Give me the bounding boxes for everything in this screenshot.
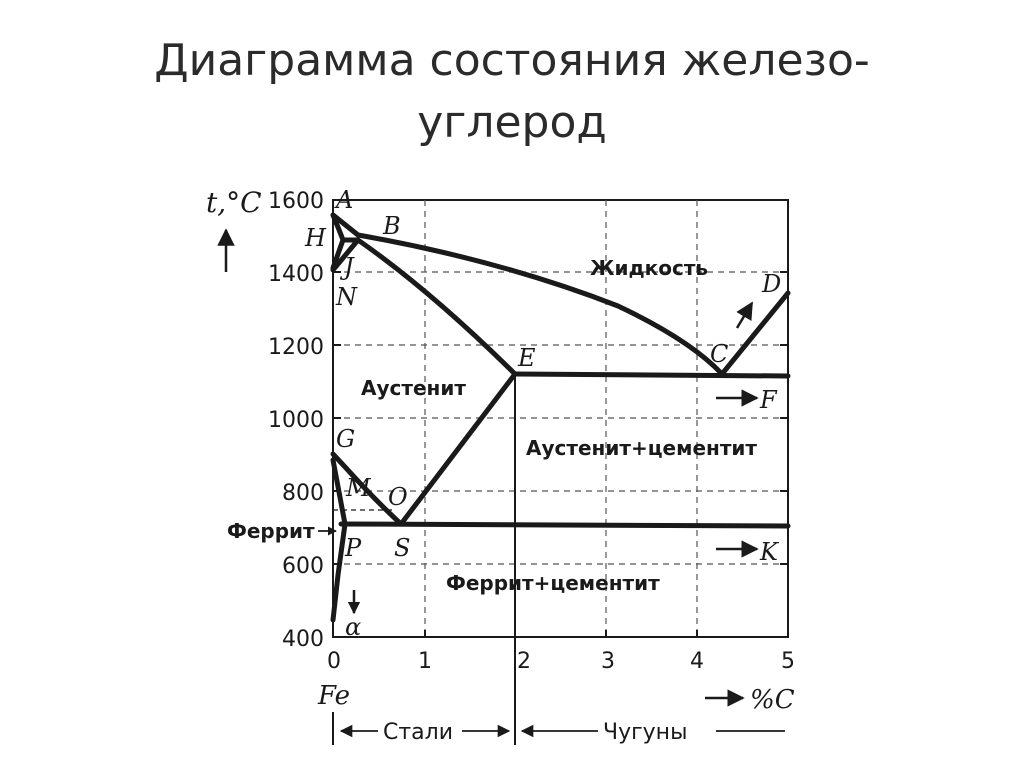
slide-title: Диаграмма состояния железо- углерод (0, 30, 1024, 154)
region-labels: Жидкость Аустенит Аустенит+цементит Ферр… (227, 256, 757, 595)
y-tick-400: 400 (282, 627, 324, 652)
x-tick-0: 0 (327, 649, 341, 674)
point-h: H (304, 224, 327, 252)
line-es (398, 371, 518, 527)
region-liquid: Жидкость (590, 256, 708, 280)
slide-title-line-1: Диаграмма состояния железо- (154, 35, 870, 86)
range-cast-irons: Чугуны (603, 720, 687, 745)
point-b: B (382, 212, 401, 240)
line-gos (330, 451, 404, 527)
liquidus-abc (330, 212, 725, 377)
line-hn (330, 237, 346, 271)
line-ecf (512, 371, 791, 379)
point-n: N (335, 283, 358, 311)
x-axis-label: %C (750, 685, 795, 715)
y-tick-1000: 1000 (268, 408, 324, 433)
x-axis-ticks (424, 630, 698, 637)
y-tick-1600: 1600 (268, 189, 324, 214)
y-tick-800: 800 (282, 481, 324, 506)
grid (333, 200, 788, 637)
point-f: F (759, 386, 778, 414)
point-m: M (345, 474, 372, 502)
y-tick-600: 600 (282, 554, 324, 579)
point-p: P (344, 534, 362, 562)
phase-lines (330, 212, 791, 623)
point-g: G (336, 425, 355, 453)
x-axis-tick-labels: 0 1 2 3 4 5 (327, 649, 795, 674)
point-o: O (388, 483, 408, 511)
point-s: S (394, 534, 410, 562)
y-axis-label: t,°C (206, 186, 262, 219)
line-jn (330, 237, 361, 273)
arrows (217, 228, 785, 738)
line-gp (330, 457, 348, 527)
region-austenite: Аустенит (361, 376, 466, 400)
region-ferrite-cementite: Феррит+цементит (446, 571, 660, 595)
region-ferrite: Феррит (227, 519, 315, 543)
range-steels: Стали (383, 720, 453, 745)
fe-origin-label: Fe (317, 681, 350, 711)
x-tick-5: 5 (781, 649, 795, 674)
liquidus-cd (719, 290, 791, 377)
point-a: A (334, 186, 353, 214)
x-tick-1: 1 (418, 649, 432, 674)
x-tick-3: 3 (601, 649, 615, 674)
point-e: E (517, 344, 536, 372)
point-c: C (710, 340, 728, 368)
slide-title-line-2: углерод (417, 97, 607, 148)
point-d: D (761, 270, 781, 298)
point-k: K (759, 538, 780, 566)
line-je (355, 237, 518, 377)
line-psk (338, 521, 791, 529)
point-alpha: α (345, 613, 361, 641)
x-tick-2: 2 (517, 649, 531, 674)
line-pq (330, 521, 348, 623)
y-axis-tick-labels: 1600 1400 1200 1000 800 600 400 (268, 189, 324, 652)
d-arrow (735, 301, 754, 329)
x-tick-4: 4 (690, 649, 704, 674)
y-tick-1200: 1200 (268, 335, 324, 360)
region-austenite-cementite: Аустенит+цементит (526, 436, 757, 460)
y-tick-1400: 1400 (268, 262, 324, 287)
range-labels: Стали Чугуны (383, 720, 687, 745)
